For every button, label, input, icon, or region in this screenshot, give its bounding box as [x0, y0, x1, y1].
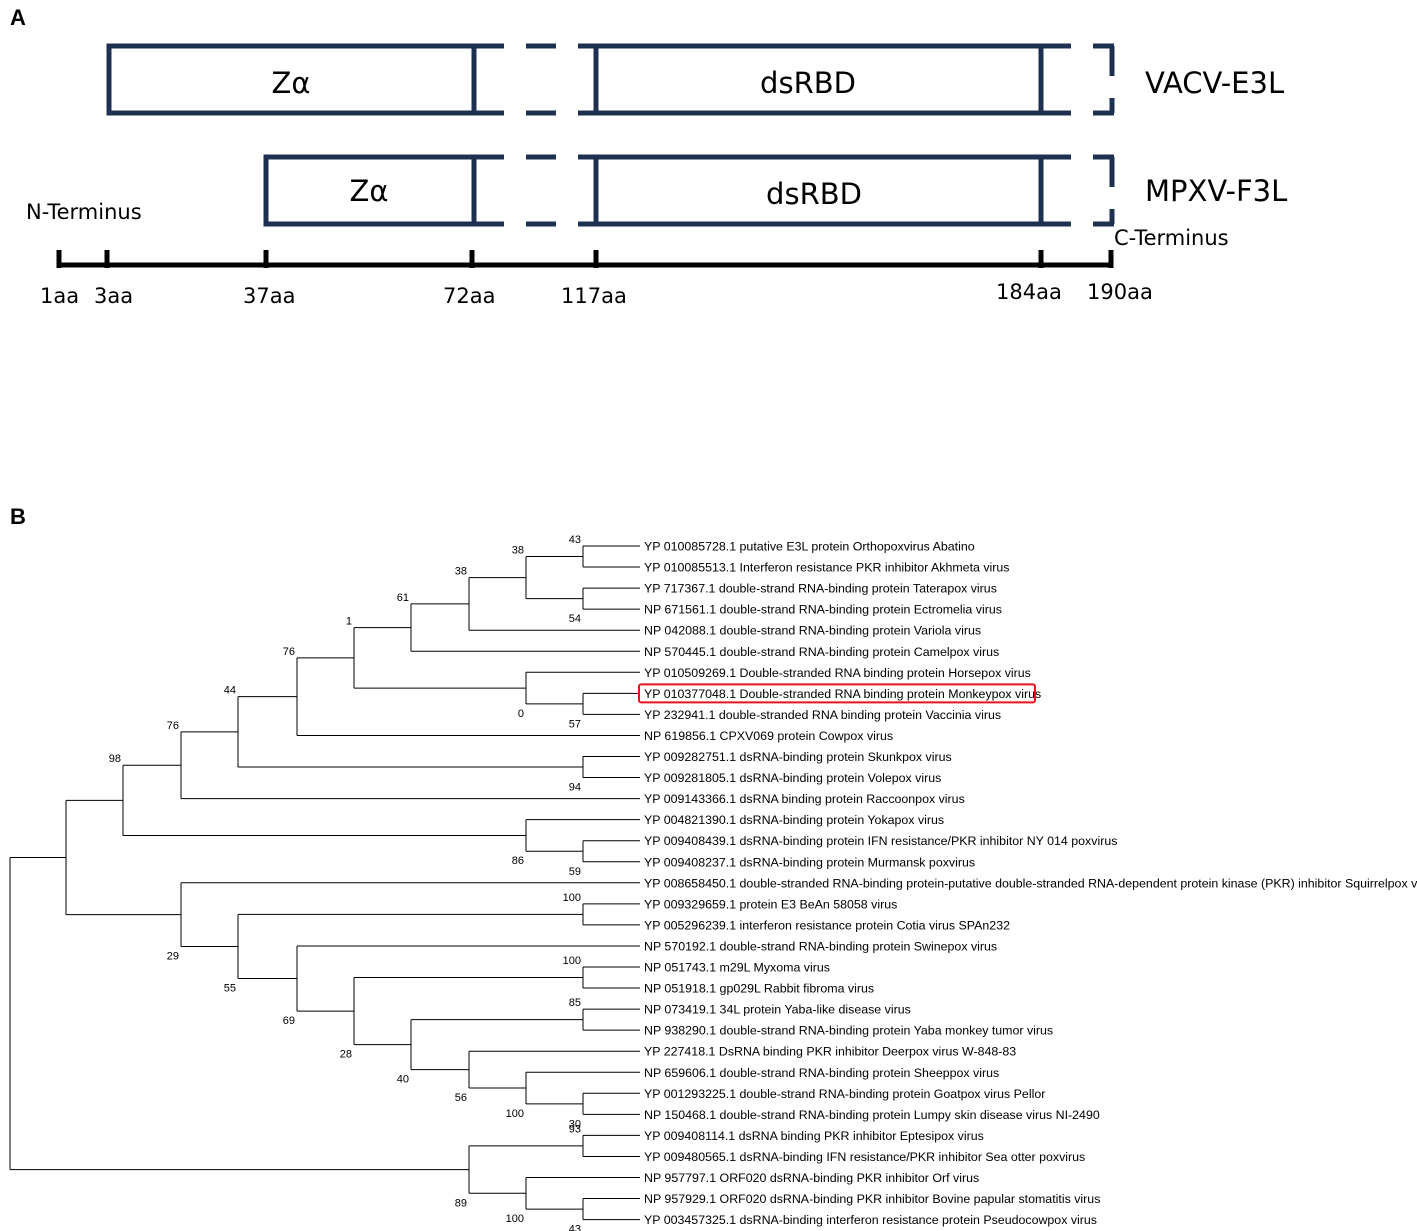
bootstrap-value: 38: [455, 566, 467, 578]
vacv-linker-dashed: [474, 43, 1115, 116]
bootstrap-value: 28: [340, 1049, 352, 1061]
n-terminus-label: N-Terminus: [26, 200, 142, 224]
panel-a-letter: A: [10, 5, 26, 30]
bootstrap-value: 40: [397, 1074, 409, 1086]
panel-b-letter: B: [10, 504, 26, 529]
bootstrap-value: 44: [224, 685, 236, 697]
leaf-label: NP 619856.1 CPXV069 protein Cowpox virus: [644, 729, 893, 743]
bootstrap-value: 89: [455, 1197, 467, 1209]
mpxv-linker-dashed: [474, 154, 1115, 227]
leaf-label: NP 570445.1 double-strand RNA-binding pr…: [644, 645, 999, 659]
leaf-label: NP 570192.1 double-strand RNA-binding pr…: [644, 939, 997, 953]
bootstrap-value: 43: [569, 1224, 581, 1231]
leaf-label: YP 009480565.1 dsRNA-binding IFN resista…: [644, 1150, 1085, 1164]
tick-label-3aa: 3aa: [94, 284, 133, 308]
bootstrap-value: 54: [569, 613, 581, 625]
tree-leaves: YP 010085728.1 putative E3L protein Orth…: [638, 540, 1417, 1227]
leaf-label: YP 227418.1 DsRNA binding PKR inhibitor …: [644, 1045, 1016, 1059]
leaf-label: YP 003457325.1 dsRNA-binding interferon …: [644, 1213, 1097, 1227]
tree-bootstrap-values: 43 54 38 38 61 57 0 1 76 94 44 76 59 86 98 100 100 85 30 10…: [109, 534, 581, 1231]
mpxv-z-alpha-domain: [263, 154, 477, 227]
bootstrap-value: 29: [167, 950, 179, 962]
leaf-label-monkeypox-highlighted: YP 010377048.1 Double-stranded RNA bindi…: [644, 687, 1041, 701]
leaf-label: NP 150468.1 double-strand RNA-binding pr…: [644, 1108, 1100, 1122]
residue-axis: 1aa 3aa 37aa 72aa 117aa 184aa 190aa: [40, 250, 1153, 308]
leaf-label: NP 073419.1 34L protein Yaba-like diseas…: [644, 1003, 911, 1017]
bootstrap-value: 0: [518, 708, 524, 720]
vacv-dsrbd-label: dsRBD: [760, 66, 856, 100]
monkeypox-highlight-box: [638, 683, 1036, 704]
bootstrap-value: 100: [506, 1213, 524, 1225]
leaf-label: YP 009282751.1 dsRNA-binding protein Sku…: [644, 750, 952, 764]
leaf-label: NP 051743.1 m29L Myxoma virus: [644, 961, 830, 975]
leaf-label: YP 009281805.1 dsRNA-binding protein Vol…: [644, 771, 941, 785]
tick-label-72aa: 72aa: [443, 284, 495, 308]
bootstrap-value: 86: [512, 855, 524, 867]
leaf-label: YP 008658450.1 double-stranded RNA-bindi…: [644, 876, 1417, 890]
vacv-z-alpha-label: Zα: [272, 66, 311, 100]
bootstrap-value: 30: [569, 1118, 581, 1130]
bootstrap-value: 100: [563, 955, 581, 967]
bootstrap-value: 57: [569, 718, 581, 730]
leaf-label: YP 010085728.1 putative E3L protein Orth…: [644, 540, 975, 554]
mpxv-f3l-label: MPXV-F3L: [1145, 174, 1287, 208]
bootstrap-value: 100: [563, 892, 581, 904]
vacv-dsrbd-domain: [593, 43, 1044, 116]
bootstrap-value: 59: [569, 866, 581, 878]
leaf-label: NP 957929.1 ORF020 dsRNA-binding PKR inh…: [644, 1192, 1100, 1206]
leaf-label: YP 001293225.1 double-strand RNA-binding…: [644, 1087, 1045, 1101]
bootstrap-value: 1: [346, 616, 352, 628]
leaf-label: YP 009329659.1 protein E3 BeAn 58058 vir…: [644, 897, 897, 911]
leaf-label: YP 009408439.1 dsRNA-binding protein IFN…: [644, 834, 1117, 848]
leaf-label: NP 938290.1 double-strand RNA-binding pr…: [644, 1024, 1053, 1038]
bootstrap-value: 56: [455, 1092, 467, 1104]
leaf-label: YP 009408237.1 dsRNA-binding protein Mur…: [644, 855, 975, 869]
tick-label-184aa: 184aa: [996, 280, 1062, 304]
bootstrap-value: 93: [569, 1123, 581, 1135]
leaf-label: YP 004821390.1 dsRNA-binding protein Yok…: [644, 813, 944, 827]
mpxv-dsrbd-domain: [593, 154, 1044, 227]
tick-label-117aa: 117aa: [561, 284, 627, 308]
leaf-label: NP 051918.1 gp029L Rabbit fibroma virus: [644, 982, 874, 996]
bootstrap-value: 69: [283, 1015, 295, 1027]
bootstrap-value: 85: [569, 997, 581, 1009]
leaf-label: YP 009143366.1 dsRNA binding protein Rac…: [644, 792, 965, 806]
leaf-label: YP 232941.1 double-stranded RNA binding …: [644, 708, 1001, 722]
protein-row-mpxv: Zα dsRBD MPXV-F3L: [263, 154, 1287, 227]
leaf-label: YP 009408114.1 dsRNA binding PKR inhibit…: [644, 1129, 984, 1143]
bootstrap-value: 55: [224, 983, 236, 995]
tick-label-1aa: 1aa: [40, 284, 79, 308]
bootstrap-value: 43: [569, 534, 581, 546]
tick-label-190aa: 190aa: [1087, 280, 1153, 304]
leaf-label: YP 005296239.1 interferon resistance pro…: [644, 918, 1010, 932]
leaf-label: NP 042088.1 double-strand RNA-binding pr…: [644, 624, 981, 638]
bootstrap-value: 98: [109, 753, 121, 765]
bootstrap-value: 94: [569, 782, 581, 794]
leaf-label: YP 010085513.1 Interferon resistance PKR…: [644, 561, 1010, 575]
bootstrap-value: 100: [506, 1108, 524, 1120]
tick-label-37aa: 37aa: [243, 284, 295, 308]
tree-branches: [9, 545, 640, 1221]
bootstrap-value: 61: [397, 592, 409, 604]
leaf-label: NP 659606.1 double-strand RNA-binding pr…: [644, 1066, 999, 1080]
mpxv-z-alpha-label: Zα: [350, 174, 389, 208]
bootstrap-value: 76: [167, 720, 179, 732]
mpxv-dsrbd-label: dsRBD: [766, 177, 862, 211]
vacv-z-alpha-domain: [106, 43, 477, 116]
leaf-label: YP 010509269.1 Double-stranded RNA bindi…: [644, 666, 1031, 680]
c-terminus-label: C-Terminus: [1114, 226, 1229, 250]
vacv-e3l-label: VACV-E3L: [1145, 66, 1284, 100]
leaf-label: YP 717367.1 double-strand RNA-binding pr…: [644, 582, 997, 596]
bootstrap-value: 76: [283, 646, 295, 658]
bootstrap-value: 38: [512, 545, 524, 557]
protein-row-vacv: Zα dsRBD VACV-E3L: [106, 43, 1284, 116]
leaf-label: NP 957797.1 ORF020 dsRNA-binding PKR inh…: [644, 1171, 979, 1185]
leaf-label: NP 671561.1 double-strand RNA-binding pr…: [644, 603, 1002, 617]
